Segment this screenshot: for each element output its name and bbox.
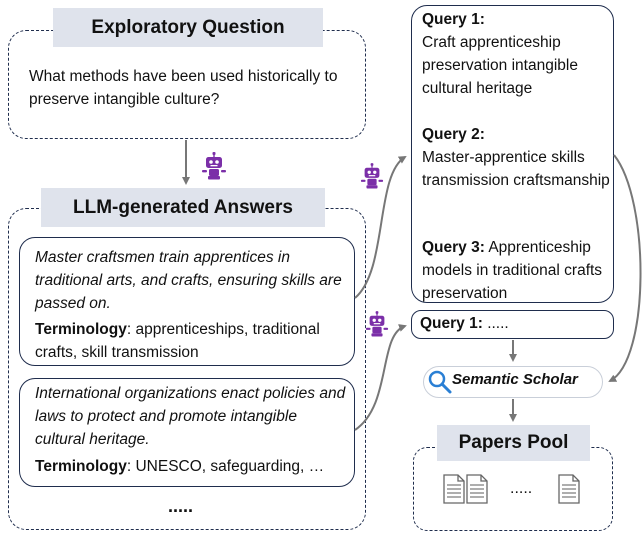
answer-card	[19, 378, 355, 487]
document-icon	[466, 474, 488, 509]
query-text: .....	[482, 315, 509, 332]
query-label: Query 1:	[420, 315, 483, 332]
answers-ellipsis: .....	[168, 496, 194, 516]
terminology-values: : apprenticeships, traditional crafts, s…	[35, 321, 320, 361]
query-label: Query 3:	[422, 239, 485, 256]
semantic-scholar-pill	[423, 366, 603, 398]
terminology-label: Terminology	[35, 458, 127, 475]
query-result-box	[411, 310, 614, 339]
query-item: Query 1: Craft apprenticeship preservati…	[422, 8, 610, 100]
exploratory-question-text: What methods have been used historically…	[29, 68, 338, 108]
document-icon	[443, 474, 465, 509]
terminology-values: : UNESCO, safeguarding, …	[126, 458, 325, 475]
terminology-label: Terminology	[35, 321, 127, 338]
query-text: Craft apprenticeship preservation intang…	[422, 34, 578, 97]
semantic-scholar-label: Semantic Scholar	[452, 371, 578, 388]
query-label: Query 1:	[422, 11, 485, 28]
arrow-queries-to-scholar	[608, 154, 642, 382]
robot-icon	[365, 310, 389, 343]
answer-text: Master craftsmen train apprentices in tr…	[35, 249, 342, 312]
papers-pool-title: Papers Pool	[437, 425, 590, 461]
exploratory-question-title: Exploratory Question	[53, 8, 323, 47]
query-label: Query 2:	[422, 126, 485, 143]
query-item: Query 1: .....	[420, 312, 509, 335]
answers-title: LLM-generated Answers	[41, 188, 325, 227]
query-text: Apprenticeship models in traditional cra…	[422, 239, 603, 302]
document-icon	[558, 474, 580, 509]
queries-box	[411, 5, 614, 303]
magnifier-icon	[427, 369, 453, 400]
answer-card	[19, 237, 355, 366]
query-text: Master-apprentice skills transmission cr…	[422, 149, 610, 189]
papers-ellipsis: .....	[510, 480, 533, 497]
answer-terminology: Terminology: UNESCO, safeguarding, …	[35, 455, 350, 478]
robot-icon	[201, 152, 227, 185]
query-item: Query 3: Apprenticeship models in tradit…	[422, 236, 610, 305]
answer-terminology: Terminology: apprenticeships, traditiona…	[35, 318, 345, 364]
answer-text: International organizations enact polici…	[35, 385, 346, 448]
robot-icon	[360, 162, 384, 195]
query-item: Query 2: Master-apprentice skills transm…	[422, 123, 610, 192]
